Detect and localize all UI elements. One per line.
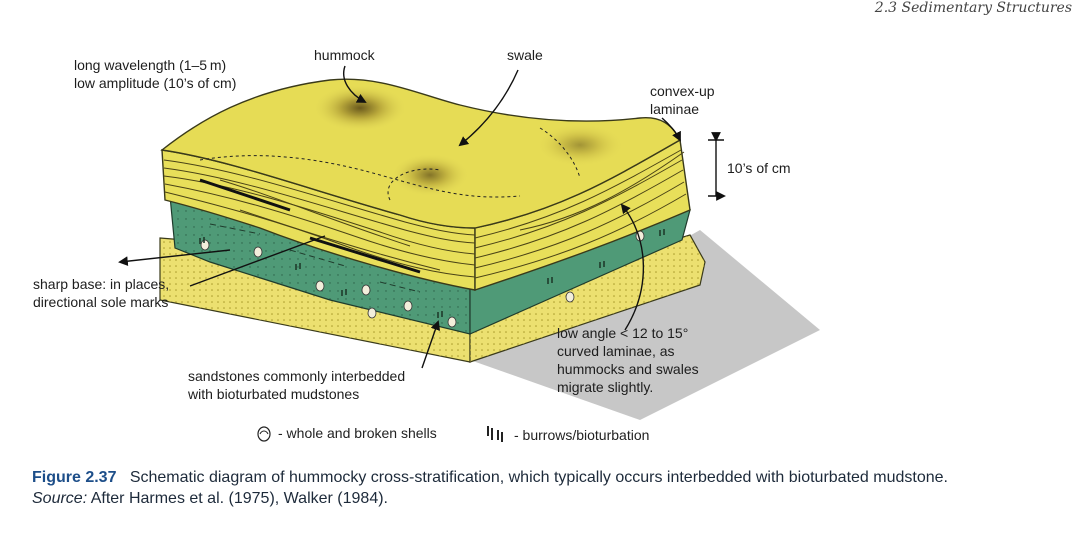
sharp-base-label-line2: directional sole marks (33, 294, 169, 310)
swale-arrow (458, 69, 519, 147)
base-arrow-2 (189, 235, 326, 287)
caption-text: Schematic diagram of hummocky cross-stra… (129, 469, 948, 486)
sandstones-label-line2: with bioturbated mudstones (188, 386, 360, 402)
sandstones-label-line1: sandstones commonly interbedded (188, 368, 406, 384)
low-angle-label-line4: migrate slightly. (557, 379, 654, 395)
source-text: After Harmes et al. (1975), Walker (1984… (90, 490, 388, 507)
sand-arrow (421, 320, 441, 369)
source-label: Source: (32, 490, 88, 507)
wavelength-label-line2: low amplitude (10’s of cm) (74, 75, 237, 91)
base-arrow (118, 249, 231, 267)
low-angle-label-line3: hummocks and swales (557, 361, 699, 377)
convex-arrow (661, 117, 681, 142)
convex-label-line1: convex-up (650, 83, 715, 99)
hummock-label: hummock (314, 47, 375, 63)
running-head: 2.3 Sedimentary Structures (874, 0, 1072, 16)
swale-label: swale (507, 47, 543, 63)
thickness-bracket (708, 140, 724, 196)
legend-burrows: - burrows/bioturbation (484, 424, 649, 446)
sharp-base-label-line1: sharp base: in places, (33, 276, 170, 292)
figure-number: Figure 2.37 (32, 469, 117, 486)
low-angle-label-line2: curved laminae, as (557, 343, 675, 359)
legend-shells: - whole and broken shells (256, 424, 437, 442)
hcs-diagram (118, 65, 820, 420)
shell-icon (257, 426, 271, 442)
burrow-icon (487, 426, 503, 442)
legend-burrows-label: - burrows/bioturbation (514, 427, 650, 443)
wavelength-label-line1: long wavelength (1–5 m) (74, 57, 227, 73)
low-angle-label-line1: low angle < 12 to 15° (557, 325, 689, 341)
block-shadow (470, 230, 820, 420)
lowangle-arrow (620, 203, 645, 331)
hummock-arrow (343, 65, 367, 103)
thickness-label: 10’s of cm (727, 160, 791, 176)
convex-label-line2: laminae (650, 101, 700, 117)
hcs-sandstone-block (160, 78, 691, 291)
figure-caption: Figure 2.37 Schematic diagram of hummock… (32, 467, 1062, 509)
legend-shells-label: - whole and broken shells (278, 425, 437, 441)
